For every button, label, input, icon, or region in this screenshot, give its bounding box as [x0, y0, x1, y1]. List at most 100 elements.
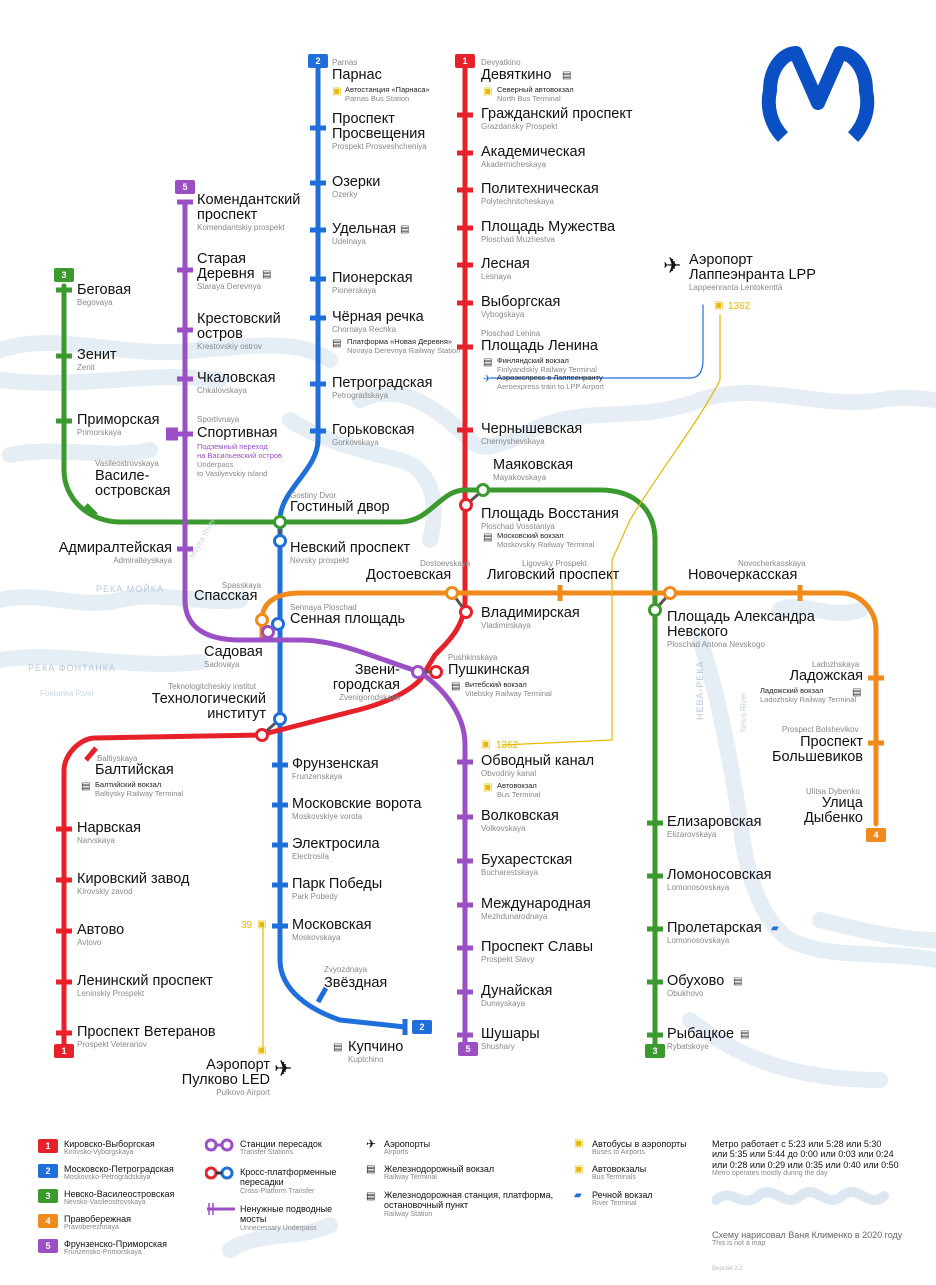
railway-icon: ▤ — [740, 1029, 750, 1040]
node-tekhnolog-1[interactable] — [255, 728, 269, 742]
node-alexandra-4[interactable] — [663, 586, 677, 600]
station-dostoevskaya[interactable]: Достоевская — [366, 567, 452, 583]
node-alexandra-3[interactable] — [648, 603, 662, 617]
node-gostiny[interactable] — [273, 515, 287, 529]
station-tekhnolog[interactable]: Технологический институт — [151, 691, 266, 723]
station-zvezdnaya[interactable]: Звёздная — [324, 975, 388, 991]
station-baltiyskaya[interactable]: Балтийская — [95, 762, 174, 778]
node-sadovaya[interactable] — [261, 625, 275, 639]
bus-terminal-icon: ▣ — [483, 782, 493, 793]
station-sennaya[interactable]: Сенная площадь — [290, 611, 406, 627]
node-pushkinskaya[interactable] — [429, 665, 443, 679]
node-nevsky[interactable] — [273, 534, 287, 548]
station-gostiny[interactable]: Гостиный двор — [290, 499, 390, 515]
node-sennaya[interactable] — [271, 617, 285, 631]
node-zvenigorodskaya[interactable] — [411, 665, 425, 679]
node-vosstaniya[interactable] — [459, 498, 473, 512]
station-sportivnaya[interactable]: Спортивная — [197, 425, 278, 441]
bus-airport-icon: ▣ — [257, 1045, 267, 1056]
station-devyatkino[interactable]: Девяткино — [481, 67, 552, 83]
station-vasileostrovskaya[interactable]: Василе- островская — [95, 468, 171, 500]
station-pushkinskaya[interactable]: Пушкинская — [448, 662, 530, 678]
node-mayakovskaya[interactable] — [476, 483, 490, 497]
station-ladozhskaya[interactable]: Ладожская — [789, 668, 863, 684]
node-spasskaya[interactable] — [255, 613, 269, 627]
station-parnas[interactable]: Парнас — [332, 67, 382, 83]
line-3-badge-top: 3 — [54, 268, 74, 282]
station-novocherkasskaya[interactable]: Новочеркасская — [688, 567, 798, 583]
station-spasskaya[interactable]: Спасская — [194, 588, 258, 604]
station-bolshevikov[interactable]: Проспект Большевиков — [771, 734, 863, 766]
station-ligovsky[interactable]: Лиговский проспект — [487, 567, 620, 583]
line-3-badge-bottom: 3 — [645, 1044, 665, 1058]
node-dostoevskaya[interactable] — [445, 586, 459, 600]
node-vladimirskaya[interactable] — [459, 605, 473, 619]
chornaya-rail-note: Платформа «Новая Деревня»Novaya Derevnya… — [347, 337, 461, 355]
station-lenina[interactable]: Площадь Ленина — [481, 338, 598, 354]
node-tekhnolog-2[interactable] — [273, 712, 287, 726]
river-fontanka-en: Fontanka River — [40, 689, 95, 698]
devyatkino-en-top: Devyatkino — [481, 58, 521, 67]
ladozhskaya-en-top: Ladozhskaya — [812, 660, 860, 669]
spasskaya-en-top: Spasskaya — [222, 581, 262, 590]
station-dybenko[interactable]: Улица Дыбенко — [803, 795, 863, 827]
vasileo-en-top: Vasileostrovskaya — [95, 459, 159, 468]
